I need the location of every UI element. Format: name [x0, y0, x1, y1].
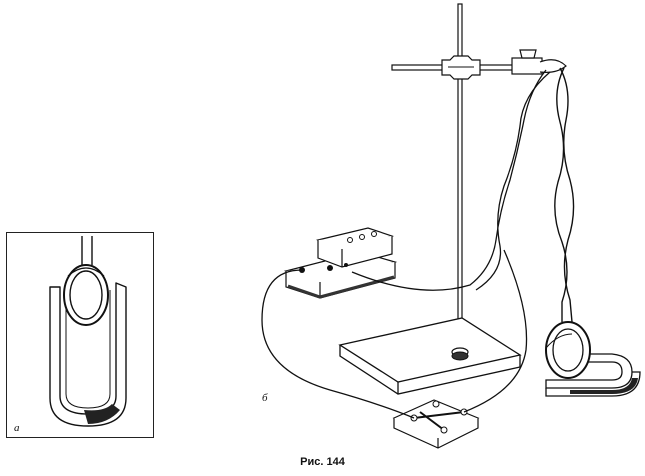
panel-a-label: а [14, 422, 20, 434]
figure-caption: Рис. 144 [300, 456, 345, 468]
panel-a-illustration [49, 236, 127, 427]
panel-b-label: б [262, 392, 268, 404]
panel-a-frame [6, 232, 154, 438]
panel-b-illustration [261, 3, 641, 449]
